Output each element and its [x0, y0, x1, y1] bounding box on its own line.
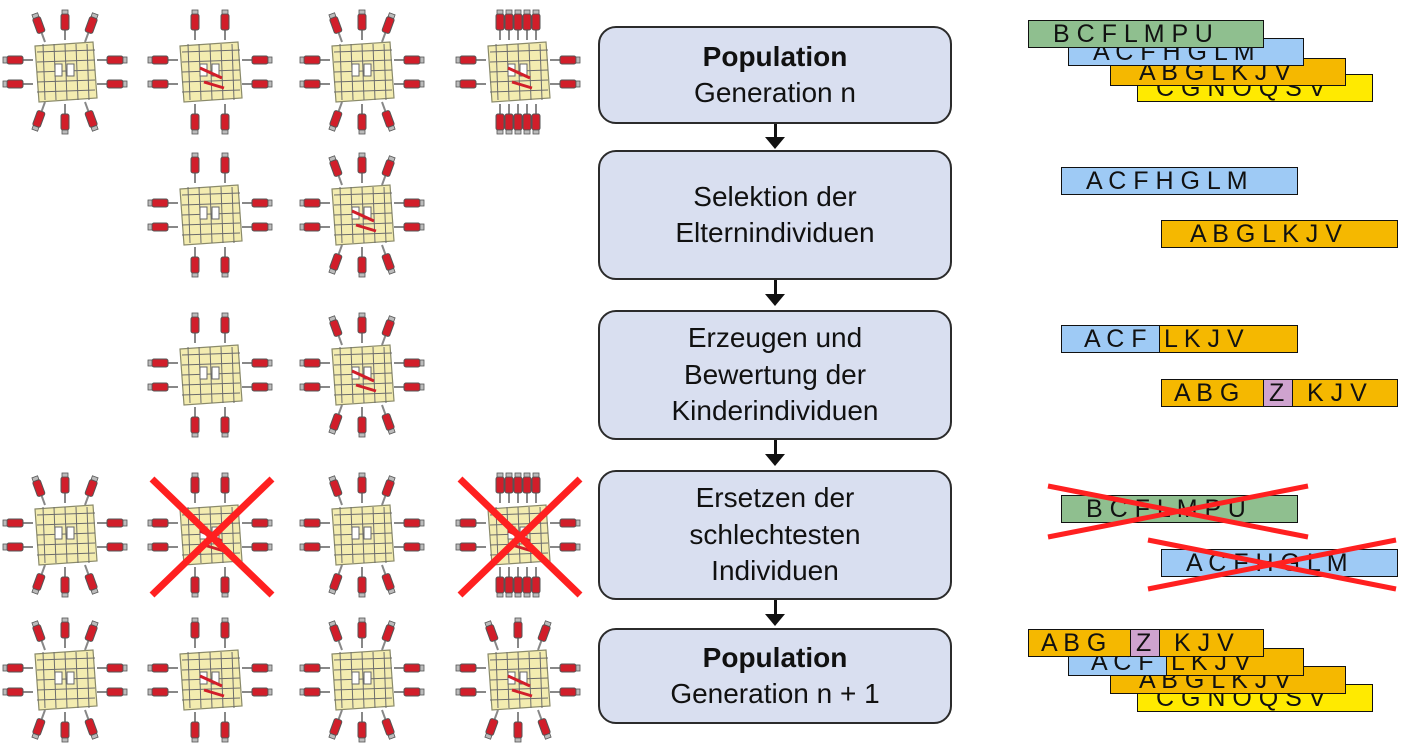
- step-population-n-plus-1: Population Generation n + 1: [598, 628, 952, 724]
- child2-left-segment: A B G: [1041, 629, 1107, 657]
- circuit-module-icon: [455, 9, 581, 135]
- circuit-module-icon: [299, 312, 425, 438]
- circuit-module-icon: [299, 9, 425, 135]
- step-replace-worst: Ersetzen der schlechtesten Individuen: [598, 470, 952, 600]
- step-line: Selektion der: [693, 180, 857, 212]
- circuit-module-icon: [299, 617, 425, 743]
- step-population-n: Population Generation n: [598, 26, 952, 124]
- circuit-module-icon: [455, 617, 581, 743]
- child1-blue-segment: A C F: [1062, 326, 1160, 352]
- child2-left-segment: A B G: [1174, 379, 1240, 407]
- step-title: Population: [702, 641, 848, 673]
- child-chromosome-2: A B G Z K J V: [1161, 379, 1398, 407]
- step-line: Ersetzen der: [695, 482, 855, 514]
- step-line: Individuen: [711, 555, 839, 587]
- circuit-module-icon: [2, 472, 128, 598]
- parent-orange: A B G L K J V: [1161, 220, 1398, 248]
- step-line: Generation n: [694, 77, 856, 108]
- circuit-module-icon: [147, 617, 273, 743]
- child1-orange-segment: L K J V: [1164, 325, 1244, 353]
- parent-blue: A C F H G L M: [1061, 167, 1298, 195]
- step-title: Population: [702, 40, 848, 72]
- child-chromosome-1: A C F L K J V: [1061, 325, 1298, 353]
- step-generate-evaluate: Erzeugen und Bewertung der Kinderindivid…: [598, 310, 952, 440]
- step-line: Elternindividuen: [675, 217, 875, 248]
- chromosome-green: B C F L M P U: [1028, 20, 1264, 48]
- cross-out-mark: [149, 476, 275, 598]
- step-line: Bewertung der: [683, 358, 867, 390]
- circuit-module-icon: [147, 9, 273, 135]
- cross-out-mark: [457, 476, 583, 598]
- flow-arrowhead: [765, 294, 785, 306]
- step-line: schlechtesten: [689, 518, 861, 550]
- replaced-green: B C F L M P U: [1061, 495, 1298, 523]
- circuit-module-icon: [147, 152, 273, 278]
- flow-arrowhead: [765, 454, 785, 466]
- new-chromosome-child2: A B G Z K J V: [1028, 629, 1264, 657]
- mutation-gene: Z: [1130, 630, 1160, 656]
- circuit-module-icon: [299, 472, 425, 598]
- flow-arrow: [774, 124, 777, 140]
- flow-arrowhead: [765, 614, 785, 626]
- flow-arrowhead: [765, 137, 785, 149]
- flow-arrow: [774, 600, 777, 616]
- flow-arrow: [774, 280, 777, 296]
- step-line: Erzeugen und: [687, 322, 863, 354]
- circuit-module-icon: [2, 9, 128, 135]
- child2-right-segment: K J V: [1307, 379, 1367, 407]
- mutation-gene: Z: [1263, 380, 1293, 406]
- step-selection: Selektion der Elternindividuen: [598, 150, 952, 280]
- step-line: Kinderindividuen: [671, 395, 879, 427]
- circuit-module-icon: [2, 617, 128, 743]
- flow-arrow: [774, 440, 777, 456]
- replaced-blue: A C F H G L M: [1161, 549, 1398, 577]
- component-illustrations: [2, 9, 583, 743]
- circuit-module-icon: [299, 152, 425, 278]
- step-line: Generation n + 1: [670, 678, 880, 709]
- child2-right-segment: K J V: [1174, 629, 1234, 657]
- circuit-module-icon: [147, 312, 273, 438]
